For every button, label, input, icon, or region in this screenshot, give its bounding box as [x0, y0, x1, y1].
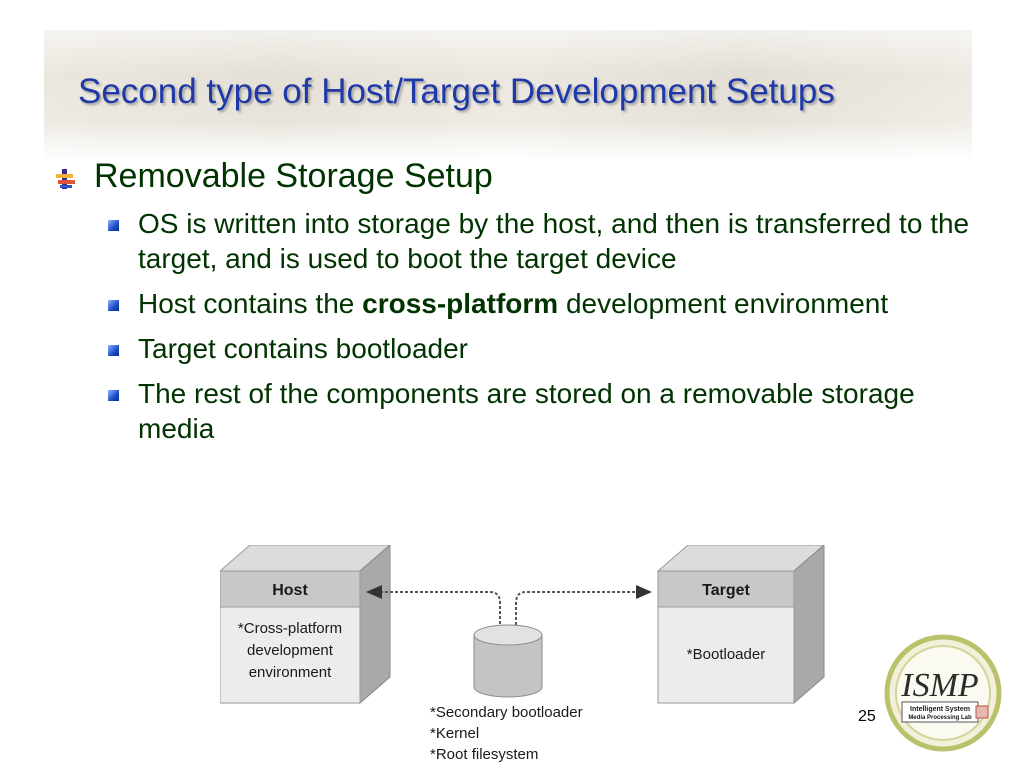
- logo-line: Media Processing Lab: [908, 715, 972, 721]
- square-bullet-icon: [108, 300, 119, 311]
- sub-bullet-text-post: development environment: [558, 288, 889, 319]
- target-line: *Bootloader: [687, 646, 765, 663]
- main-bullet-label: Removable Storage Setup: [94, 157, 493, 195]
- host-line: environment: [249, 664, 332, 681]
- dashed-connectors: [380, 591, 636, 625]
- host-box: Host *Cross-platform development environ…: [220, 545, 391, 705]
- host-line: development: [247, 642, 334, 659]
- host-title: Host: [272, 582, 308, 599]
- target-connector: [515, 591, 636, 625]
- sub-bullet-text-pre: Host contains the: [138, 288, 363, 319]
- square-bullet-icon: [108, 390, 119, 401]
- slide-title: Second type of Host/Target Development S…: [78, 72, 835, 111]
- arrow-left-icon: [366, 585, 382, 599]
- arrow-right-icon: [636, 585, 652, 599]
- storage-line: *Root filesystem: [430, 746, 538, 763]
- logo-line: Intelligent System: [910, 706, 970, 713]
- logo-wordmark: ISMP: [900, 667, 978, 704]
- storage-line: *Secondary bootloader: [430, 704, 583, 721]
- host-line: *Cross-platform: [238, 620, 342, 637]
- host-target-diagram: Host *Cross-platform development environ…: [220, 545, 830, 768]
- target-box: Target *Bootloader: [656, 545, 825, 705]
- slide-number: 25: [858, 708, 876, 725]
- sub-bullet-text: OS is written into storage by the host, …: [138, 208, 970, 274]
- storage-line: *Kernel: [430, 725, 479, 742]
- sub-bullet-text: The rest of the components are stored on…: [138, 378, 915, 444]
- sub-bullet: Host contains the cross-platform develop…: [106, 286, 986, 321]
- target-title: Target: [702, 582, 750, 599]
- seal-icon: [975, 705, 989, 719]
- square-bullet-icon: [108, 345, 119, 356]
- sub-bullet: Target contains bootloader: [106, 331, 986, 366]
- title-band: [44, 30, 972, 158]
- ismp-lab-logo: ISMP Intelligent System Media Processing…: [884, 634, 1002, 752]
- sub-bullet-text: Target contains bootloader: [138, 333, 468, 364]
- sub-bullet: OS is written into storage by the host, …: [106, 206, 986, 276]
- host-connector: [380, 591, 501, 625]
- sub-bullet: The rest of the components are stored on…: [106, 376, 986, 446]
- stacked-bars-bullet-icon: [56, 169, 75, 189]
- sub-bullet-list: OS is written into storage by the host, …: [106, 206, 986, 456]
- storage-cylinder: [473, 624, 543, 698]
- square-bullet-icon: [108, 220, 119, 231]
- sub-bullet-bold: cross-platform: [362, 288, 559, 319]
